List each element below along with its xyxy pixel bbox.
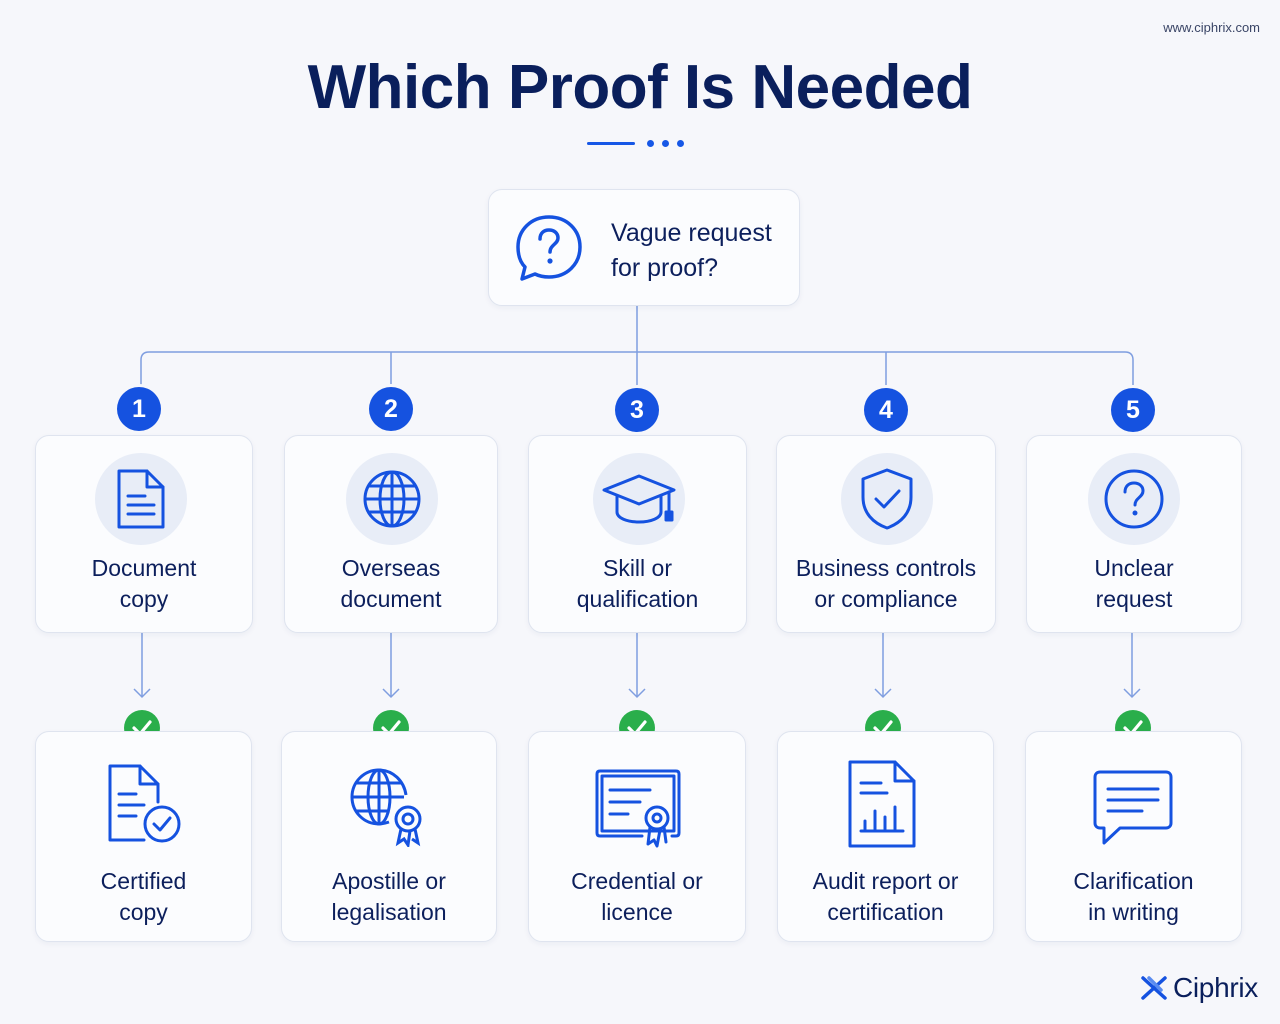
step-badge-1: 1 — [117, 387, 161, 431]
step-badge-4: 4 — [864, 388, 908, 432]
step-badge-5: 5 — [1111, 388, 1155, 432]
report-chart-icon — [848, 760, 916, 848]
question-circle-icon — [1088, 453, 1180, 545]
branch-card-overseas-document: Overseas document — [284, 435, 498, 633]
brand-logo: Ciphrix — [1139, 972, 1258, 1004]
result-label-5: Clarification in writing — [1073, 868, 1194, 925]
root-question-card: Vague request for proof? — [488, 189, 800, 306]
result-card-apostille: Apostille or legalisation — [281, 731, 497, 942]
chat-message-icon — [1093, 770, 1173, 845]
result-label-2: Apostille or legalisation — [331, 868, 447, 925]
branch-card-skill: Skill or qualification — [528, 435, 747, 633]
page-title: Which Proof Is Needed — [307, 53, 973, 122]
globe-seal-icon — [350, 768, 422, 847]
result-card-credential: Credential or licence — [528, 731, 746, 942]
site-url: www.ciphrix.com — [1163, 20, 1260, 35]
certificate-icon — [595, 769, 681, 848]
title-divider — [587, 140, 697, 148]
result-card-audit-report: Audit report or certification — [777, 731, 994, 942]
branch-label-4: Business controls or compliance — [795, 555, 977, 612]
graduation-cap-icon — [593, 453, 685, 545]
shield-check-icon — [841, 453, 933, 545]
step-badge-3: 3 — [615, 388, 659, 432]
branch-label-1: Document copy — [91, 555, 197, 612]
result-label-1: Certified copy — [100, 868, 187, 925]
branch-card-document-copy: Document copy — [35, 435, 253, 633]
document-icon — [95, 453, 187, 545]
question-speech-bubble-icon — [516, 215, 582, 281]
result-card-certified-copy: Certified copy — [35, 731, 252, 942]
result-label-4: Audit report or certification — [812, 868, 959, 925]
brand-name: Ciphrix — [1172, 972, 1258, 1003]
branch-label-2: Overseas document — [340, 555, 442, 612]
certified-document-icon — [108, 764, 181, 843]
step-badge-2: 2 — [369, 387, 413, 431]
result-label-3: Credential or licence — [571, 868, 703, 925]
branch-card-business-controls: Business controls or compliance — [776, 435, 996, 633]
branch-label-5: Unclear request — [1094, 555, 1174, 612]
root-question-text: Vague request for proof? — [611, 219, 772, 282]
branch-label-3: Skill or qualification — [576, 555, 699, 612]
result-card-clarification: Clarification in writing — [1025, 731, 1242, 942]
globe-icon — [346, 453, 438, 545]
branch-card-unclear: Unclear request — [1026, 435, 1242, 633]
ciphrix-logo-icon — [1141, 976, 1167, 1000]
